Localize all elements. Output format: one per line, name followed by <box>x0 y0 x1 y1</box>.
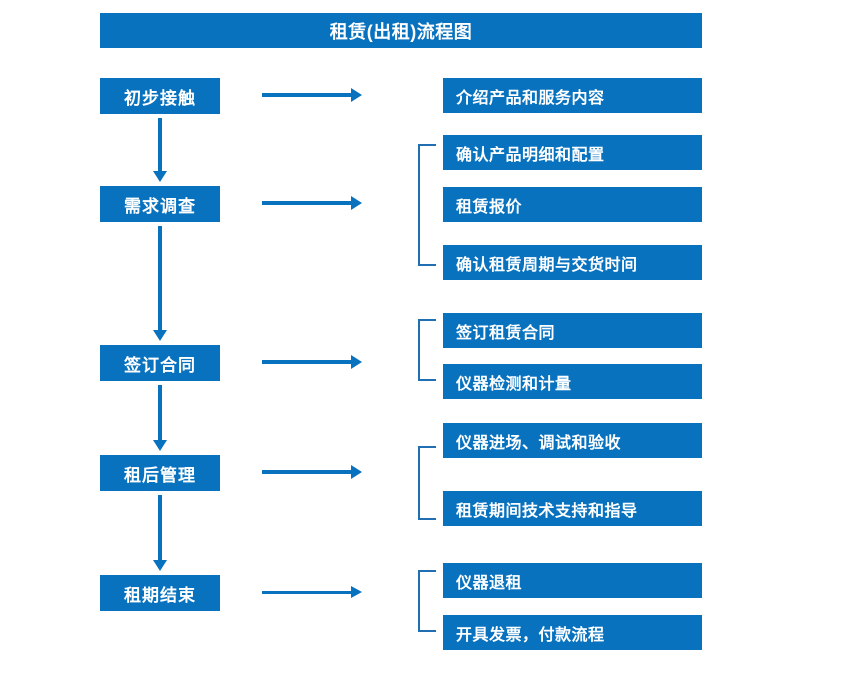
detail-box-6[interactable]: 仪器检测和计量 <box>443 364 702 399</box>
horizontal-arrow-3 <box>262 355 362 369</box>
group-bracket-2 <box>418 319 436 381</box>
detail-box-1[interactable]: 介绍产品和服务内容 <box>443 78 702 113</box>
detail-box-8[interactable]: 租赁期间技术支持和指导 <box>443 491 702 526</box>
horizontal-arrow-2 <box>262 196 362 210</box>
stage-box-2[interactable]: 需求调查 <box>100 186 220 222</box>
page-title: 租赁(出租)流程图 <box>100 13 702 48</box>
horizontal-arrow-1 <box>262 88 362 102</box>
group-bracket-3 <box>418 446 436 520</box>
stage-box-5[interactable]: 租期结束 <box>100 575 220 611</box>
vertical-arrow-4 <box>153 495 167 571</box>
detail-box-2[interactable]: 确认产品明细和配置 <box>443 135 702 170</box>
stage-box-1[interactable]: 初步接触 <box>100 78 220 114</box>
detail-box-5[interactable]: 签订租赁合同 <box>443 313 702 348</box>
detail-box-9[interactable]: 仪器退租 <box>443 563 702 598</box>
stage-box-4[interactable]: 租后管理 <box>100 455 220 491</box>
horizontal-arrow-5 <box>262 585 362 599</box>
vertical-arrow-2 <box>153 226 167 341</box>
group-bracket-1 <box>418 144 436 266</box>
detail-box-4[interactable]: 确认租赁周期与交货时间 <box>443 245 702 280</box>
stage-box-3[interactable]: 签订合同 <box>100 345 220 381</box>
horizontal-arrow-4 <box>262 465 362 479</box>
group-bracket-4 <box>418 570 436 632</box>
vertical-arrow-3 <box>153 385 167 451</box>
detail-box-3[interactable]: 租赁报价 <box>443 187 702 222</box>
vertical-arrow-1 <box>153 118 167 182</box>
detail-box-10[interactable]: 开具发票，付款流程 <box>443 615 702 650</box>
detail-box-7[interactable]: 仪器进场、调试和验收 <box>443 423 702 458</box>
